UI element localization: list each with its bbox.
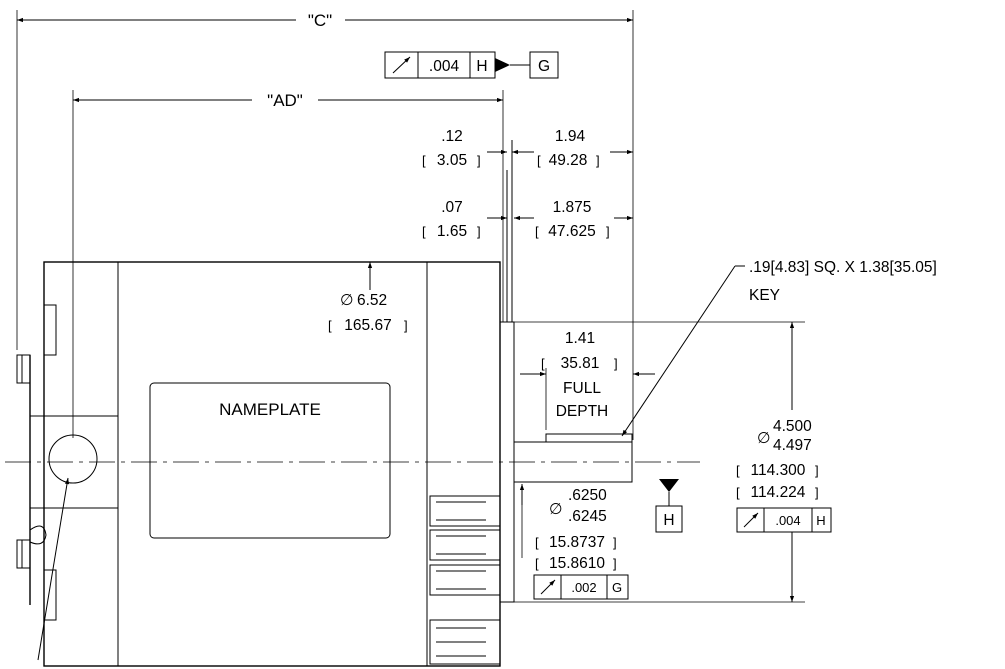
datum-flag-icon bbox=[495, 58, 510, 72]
svg-text:]: ] bbox=[815, 485, 819, 500]
body-diameter-dimension: ∅ 6.52 [ 165.67 ] bbox=[328, 262, 408, 334]
dimension-C-label: "C" bbox=[308, 11, 332, 30]
svg-text:15.8610: 15.8610 bbox=[549, 555, 605, 572]
svg-text:FULL: FULL bbox=[563, 380, 601, 397]
svg-text:.004: .004 bbox=[429, 58, 460, 75]
datum-H-symbol: H bbox=[655, 479, 683, 533]
svg-text:]: ] bbox=[404, 318, 408, 333]
svg-text:DEPTH: DEPTH bbox=[556, 403, 609, 420]
nameplate: NAMEPLATE bbox=[149, 382, 391, 539]
svg-text:H: H bbox=[476, 58, 487, 75]
tolerance-frame-top: .004 H G bbox=[384, 51, 559, 79]
svg-text:165.67: 165.67 bbox=[344, 317, 391, 334]
svg-text:H: H bbox=[816, 513, 825, 528]
svg-text:1.65: 1.65 bbox=[437, 223, 467, 240]
svg-text:[: [ bbox=[541, 356, 545, 371]
svg-text:[: [ bbox=[535, 224, 539, 239]
svg-text:]: ] bbox=[815, 463, 819, 478]
svg-text:4.497: 4.497 bbox=[773, 437, 812, 454]
svg-text:.19[4.83] SQ. X 1.38[35.05]: .19[4.83] SQ. X 1.38[35.05] bbox=[749, 259, 937, 276]
datum-triangle-icon bbox=[659, 479, 679, 492]
svg-text:[: [ bbox=[537, 153, 541, 168]
svg-text:G: G bbox=[612, 580, 622, 595]
svg-text:1.94: 1.94 bbox=[555, 128, 586, 145]
svg-text:114.224: 114.224 bbox=[751, 484, 806, 501]
dimension-012: .12 [ 3.05 ] bbox=[422, 128, 534, 169]
dimension-AD-label: "AD" bbox=[267, 91, 303, 110]
dimension-194: 1.94 [ 49.28 ] bbox=[537, 128, 633, 169]
diameter-icon: ∅ bbox=[549, 501, 563, 518]
svg-text:[: [ bbox=[422, 153, 426, 168]
svg-text:35.81: 35.81 bbox=[561, 355, 600, 372]
motor-body bbox=[30, 261, 501, 667]
shaft-key bbox=[545, 433, 633, 443]
svg-text:47.625: 47.625 bbox=[548, 223, 595, 240]
svg-text:.12: .12 bbox=[441, 128, 463, 145]
svg-text:]: ] bbox=[477, 153, 481, 168]
tolerance-frame-pilot: .004 H bbox=[736, 507, 832, 533]
front-flange bbox=[499, 140, 515, 603]
diameter-icon: ∅ bbox=[757, 430, 771, 447]
svg-text:15.8737: 15.8737 bbox=[549, 534, 605, 551]
svg-text:]: ] bbox=[614, 356, 618, 371]
svg-text:.004: .004 bbox=[775, 513, 800, 528]
pilot-diameter-dimension: ∅ 4.500 4.497 [ 114.300 ] [ 114.224 ] bbox=[736, 322, 819, 602]
svg-text:[: [ bbox=[736, 463, 740, 478]
svg-text:4.500: 4.500 bbox=[773, 418, 812, 435]
svg-text:[: [ bbox=[736, 485, 740, 500]
dimension-C: "C" bbox=[17, 11, 633, 30]
svg-text:]: ] bbox=[596, 153, 600, 168]
svg-text:114.300: 114.300 bbox=[751, 462, 806, 479]
svg-text:]: ] bbox=[613, 556, 617, 571]
svg-text:[: [ bbox=[328, 318, 332, 333]
rear-bracket bbox=[16, 304, 57, 621]
svg-text:H: H bbox=[663, 512, 674, 529]
shaft bbox=[513, 433, 633, 483]
shaft-diameter-dimension: ∅ .6250 .6245 [ 15.8737 ] [ 15.8610 ] bbox=[519, 484, 617, 572]
svg-text:KEY: KEY bbox=[749, 287, 780, 304]
cooling-fins bbox=[429, 495, 501, 665]
nameplate-label: NAMEPLATE bbox=[219, 400, 321, 419]
key-length-dimension: 1.41 [ 35.81 ] FULL DEPTH bbox=[520, 330, 655, 420]
svg-text:.6250: .6250 bbox=[568, 487, 607, 504]
svg-text:[: [ bbox=[422, 224, 426, 239]
svg-text:]: ] bbox=[606, 224, 610, 239]
svg-text:[: [ bbox=[535, 556, 539, 571]
conduit-leader bbox=[37, 477, 70, 661]
diameter-icon: ∅ bbox=[340, 292, 354, 309]
key-note: .19[4.83] SQ. X 1.38[35.05] KEY bbox=[621, 259, 937, 437]
svg-text:1.875: 1.875 bbox=[553, 199, 592, 216]
svg-text:3.05: 3.05 bbox=[437, 152, 467, 169]
svg-text:G: G bbox=[538, 58, 550, 75]
svg-text:[: [ bbox=[535, 535, 539, 550]
runout-arrow-icon bbox=[540, 579, 556, 595]
svg-text:6.52: 6.52 bbox=[357, 292, 387, 309]
svg-text:.6245: .6245 bbox=[568, 508, 607, 525]
dimension-007: .07 [ 1.65 ] bbox=[422, 199, 534, 240]
svg-text:]: ] bbox=[613, 535, 617, 550]
svg-text:]: ] bbox=[477, 224, 481, 239]
dimension-AD: "AD" bbox=[73, 91, 503, 110]
tolerance-frame-shaft: .002 G bbox=[533, 574, 629, 600]
conduit-hole bbox=[48, 434, 98, 484]
svg-text:.002: .002 bbox=[571, 580, 596, 595]
runout-arrow-icon bbox=[743, 512, 759, 528]
svg-text:1.41: 1.41 bbox=[565, 330, 595, 347]
svg-text:49.28: 49.28 bbox=[549, 152, 588, 169]
dimension-1875: 1.875 [ 47.625 ] bbox=[535, 199, 633, 240]
svg-text:.07: .07 bbox=[441, 199, 463, 216]
runout-arrow-icon bbox=[392, 56, 411, 74]
